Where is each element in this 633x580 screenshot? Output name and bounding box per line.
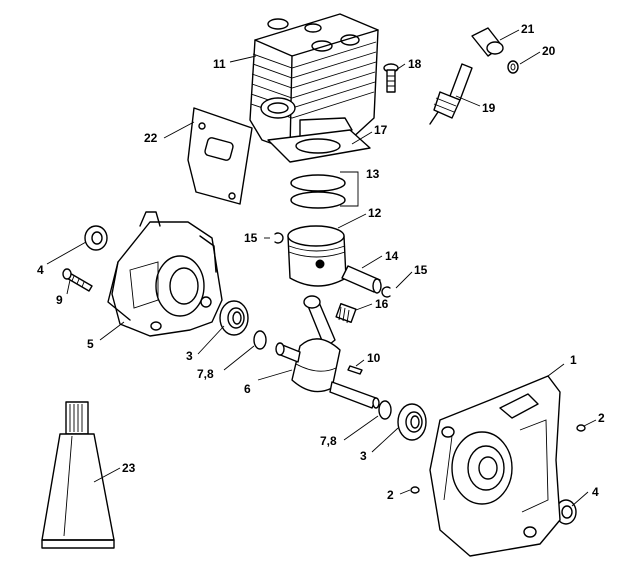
shim-right bbox=[378, 400, 392, 420]
callout-labels: 1 2 2 3 3 4 4 5 6 7,8 7,8 9 10 11 12 13 … bbox=[37, 22, 605, 502]
callout-3-right: 3 bbox=[360, 449, 367, 463]
shim-left bbox=[253, 330, 267, 350]
callout-15-left: 15 bbox=[244, 231, 258, 245]
callout-18: 18 bbox=[408, 57, 422, 71]
callout-7-8-right: 7,8 bbox=[320, 434, 337, 448]
bearing-right bbox=[397, 403, 427, 441]
leader-lines bbox=[46, 29, 597, 507]
circlip-right bbox=[381, 286, 391, 298]
crankcase-right bbox=[429, 375, 561, 557]
dowel-pin-bottom bbox=[410, 486, 420, 494]
callout-11: 11 bbox=[213, 57, 226, 71]
callout-19: 19 bbox=[482, 101, 496, 115]
exhaust-gasket bbox=[187, 107, 253, 205]
needle-cage bbox=[335, 302, 357, 324]
circlip-left bbox=[274, 232, 284, 244]
dowel-pin-top bbox=[576, 424, 586, 432]
callout-20: 20 bbox=[542, 44, 556, 58]
callout-1: 1 bbox=[570, 353, 577, 367]
callout-7-8-left: 7,8 bbox=[197, 367, 214, 381]
callout-4-left: 4 bbox=[37, 263, 44, 277]
grease-tube bbox=[41, 401, 115, 549]
callout-22: 22 bbox=[144, 131, 158, 145]
callout-12: 12 bbox=[368, 206, 382, 220]
callout-3-left: 3 bbox=[186, 349, 193, 363]
callout-5: 5 bbox=[87, 337, 94, 351]
callout-15-right: 15 bbox=[414, 263, 428, 277]
piston bbox=[287, 225, 347, 287]
callout-9: 9 bbox=[56, 293, 63, 307]
screw-18 bbox=[383, 63, 399, 93]
crankshaft bbox=[275, 295, 380, 409]
callout-14: 14 bbox=[385, 249, 399, 263]
callout-2-bottom: 2 bbox=[387, 488, 394, 502]
piston-rings bbox=[290, 174, 346, 209]
screw bbox=[62, 268, 93, 292]
callout-10: 10 bbox=[367, 351, 381, 365]
callout-23: 23 bbox=[122, 461, 136, 475]
callout-17: 17 bbox=[374, 123, 388, 137]
callout-16: 16 bbox=[375, 297, 389, 311]
crankcase-left bbox=[107, 211, 223, 337]
spring-clip bbox=[507, 60, 519, 74]
plug-boot bbox=[471, 27, 504, 57]
callout-4-right: 4 bbox=[592, 485, 599, 499]
bearing-left bbox=[219, 300, 249, 336]
spark-plug bbox=[429, 63, 473, 125]
cylinder-gasket bbox=[267, 129, 371, 163]
callout-2-top: 2 bbox=[598, 411, 605, 425]
callout-21: 21 bbox=[521, 22, 535, 36]
callout-6: 6 bbox=[244, 382, 251, 396]
piston-pin bbox=[341, 265, 382, 294]
cylinder bbox=[249, 13, 379, 151]
callout-13: 13 bbox=[366, 167, 380, 181]
oil-seal-left bbox=[84, 225, 108, 251]
woodruff-key bbox=[347, 365, 363, 375]
